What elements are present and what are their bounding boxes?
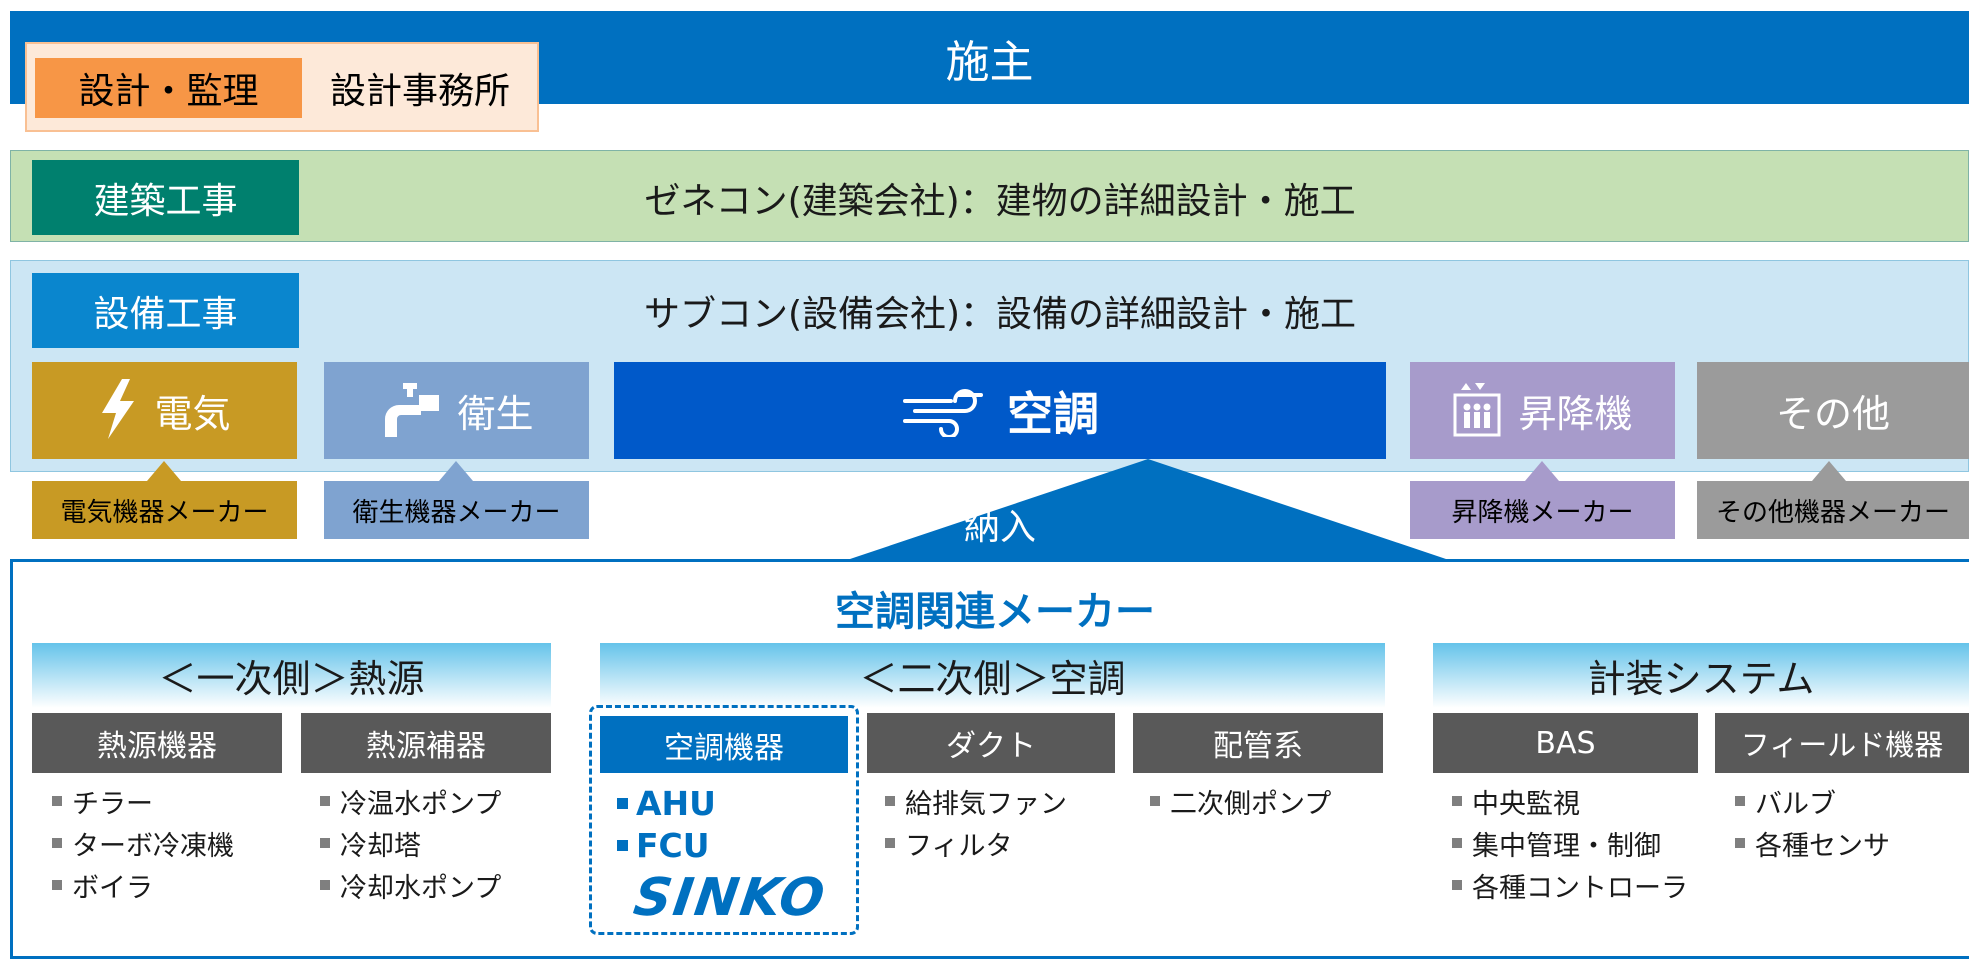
category-electric: 電気: [32, 362, 297, 459]
category-other-label: その他: [1775, 392, 1890, 436]
sanitary-pointer: [439, 461, 473, 481]
list-item: 給排気ファン: [885, 780, 1067, 822]
list-item: 各種コントローラ: [1452, 864, 1688, 906]
list-item: フィルタ: [885, 822, 1067, 864]
bullet-icon: [617, 839, 628, 851]
bullet-icon: [1735, 838, 1745, 848]
bullet-icon: [52, 796, 62, 806]
architecture-description: ゼネコン(建築会社)：建物の詳細設計・施工: [644, 180, 1356, 222]
bullet-icon: [1735, 796, 1745, 806]
bullet-icon: [52, 838, 62, 848]
architecture-label: 建築工事: [32, 160, 299, 235]
hvac-equipment-header: 空調機器: [600, 716, 848, 773]
bullet-icon: [885, 796, 895, 806]
secondary-side-header: ＜二次側＞空調: [600, 643, 1385, 708]
field-equipment-header: フィールド機器: [1715, 713, 1969, 773]
elevator-pointer: [1525, 461, 1559, 481]
bullet-icon: [1452, 838, 1462, 848]
heat-source-auxiliary-header: 熱源補器: [301, 713, 551, 773]
category-elevator: 昇降機: [1410, 362, 1675, 459]
other-maker-tag: その他機器メーカー: [1697, 481, 1969, 539]
bullet-icon: [52, 880, 62, 890]
delivery-label: 納入: [963, 506, 1036, 548]
heat-source-equipment-list: チラー ターボ冷凍機 ボイラ: [52, 780, 234, 906]
list-item: AHU: [617, 782, 716, 824]
bullet-icon: [885, 838, 895, 848]
field-equipment-list: バルブ 各種センサ: [1735, 780, 1890, 864]
bullet-icon: [320, 796, 330, 806]
bullet-icon: [1150, 796, 1160, 806]
heat-source-equipment-header: 熱源機器: [32, 713, 282, 773]
owner-title: 施主: [945, 36, 1034, 88]
architecture-band: [10, 150, 1969, 242]
hvac-equipment-highlight: [589, 705, 859, 935]
category-other: その他: [1697, 362, 1969, 459]
bullet-icon: [1452, 796, 1462, 806]
category-electric-label: 電気: [154, 392, 231, 436]
wind-icon: [901, 381, 991, 441]
other-pointer: [1812, 461, 1846, 481]
equipment-label: 設備工事: [32, 273, 299, 348]
elevator-icon: [1452, 381, 1502, 441]
category-sanitary: 衛生: [324, 362, 589, 459]
category-elevator-label: 昇降機: [1518, 392, 1633, 436]
hvac-makers-title: 空調関連メーカー: [835, 588, 1155, 635]
piping-header: 配管系: [1133, 713, 1383, 773]
lightning-icon: [98, 378, 138, 443]
faucet-icon: [379, 381, 441, 441]
delivery-arrow: [850, 459, 1446, 559]
equipment-description: サブコン(設備会社)：設備の詳細設計・施工: [643, 293, 1357, 335]
design-office-label: 設計事務所: [329, 71, 510, 112]
piping-list: 二次側ポンプ: [1150, 780, 1331, 822]
electric-maker-tag: 電気機器メーカー: [32, 481, 297, 539]
bas-list: 中央監視 集中管理・制御 各種コントローラ: [1452, 780, 1688, 906]
electric-pointer: [147, 461, 181, 481]
bullet-icon: [617, 797, 628, 809]
list-item: 各種センサ: [1735, 822, 1890, 864]
instrumentation-header: 計装システム: [1433, 643, 1969, 708]
sinko-logo: SINKO: [630, 868, 830, 928]
category-sanitary-label: 衛生: [457, 392, 534, 436]
heat-source-auxiliary-list: 冷温水ポンプ 冷却塔 冷却水ポンプ: [320, 780, 501, 906]
list-item: 冷却塔: [320, 822, 501, 864]
list-item: 冷温水ポンプ: [320, 780, 501, 822]
list-item: チラー: [52, 780, 234, 822]
list-item: ボイラ: [52, 864, 234, 906]
duct-list: 給排気ファン フィルタ: [885, 780, 1067, 864]
list-item: バルブ: [1735, 780, 1890, 822]
list-item: 二次側ポンプ: [1150, 780, 1331, 822]
list-item: ターボ冷凍機: [52, 822, 234, 864]
sanitary-maker-tag: 衛生機器メーカー: [324, 481, 589, 539]
list-item: 中央監視: [1452, 780, 1688, 822]
primary-side-header: ＜一次側＞熱源: [32, 643, 551, 708]
list-item: 冷却水ポンプ: [320, 864, 501, 906]
hvac-equipment-list: AHU FCU: [617, 782, 716, 866]
list-item: FCU: [617, 824, 716, 866]
bas-header: BAS: [1433, 713, 1698, 773]
bullet-icon: [320, 880, 330, 890]
duct-header: ダクト: [867, 713, 1115, 773]
list-item: 集中管理・制御: [1452, 822, 1688, 864]
bullet-icon: [1452, 880, 1462, 890]
design-supervision-label: 設計・監理: [35, 58, 302, 118]
bullet-icon: [320, 838, 330, 848]
category-hvac-label: 空調: [1007, 386, 1099, 441]
elevator-maker-tag: 昇降機メーカー: [1410, 481, 1675, 539]
category-hvac: 空調: [614, 362, 1386, 459]
